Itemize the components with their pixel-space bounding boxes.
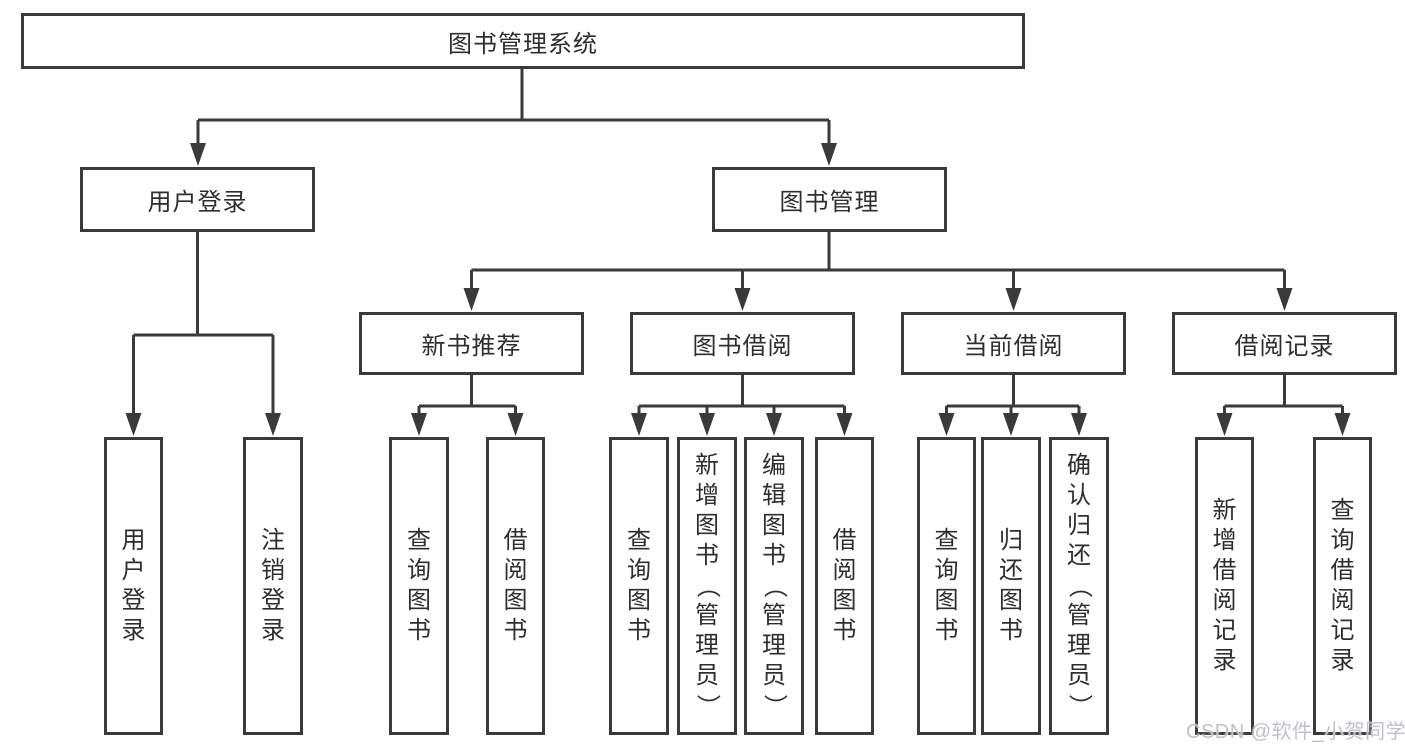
node-book-borrowing: 图书借阅 (630, 312, 855, 375)
node-borrowing-records: 借阅记录 (1172, 312, 1397, 375)
node-book-management: 图书管理 (712, 167, 947, 232)
leaf-borrow-books-borrowing: 借阅图书 (815, 437, 874, 735)
node-root: 图书管理系统 (21, 13, 1025, 69)
leaf-add-borrow-record: 新增借阅记录 (1195, 437, 1254, 735)
leaf-logout: 注销登录 (243, 437, 303, 735)
leaf-borrow-books-recommend: 借阅图书 (486, 437, 545, 735)
leaf-add-books-admin: 新增图书（管理员） (677, 437, 737, 735)
leaf-confirm-return-admin: 确认归还（管理员） (1049, 437, 1109, 735)
node-current-borrowing: 当前借阅 (901, 312, 1126, 375)
leaf-query-books-borrowing: 查询图书 (609, 437, 669, 735)
leaf-return-books: 归还图书 (981, 437, 1041, 735)
leaf-edit-books-admin: 编辑图书（管理员） (744, 437, 804, 735)
leaf-query-books-current: 查询图书 (917, 437, 976, 735)
watermark: CSDN @软件_小贺同学 (1186, 721, 1405, 743)
leaf-user-login: 用户登录 (104, 437, 163, 735)
node-user-login: 用户登录 (80, 167, 315, 232)
leaf-query-borrow-record: 查询借阅记录 (1313, 437, 1372, 735)
node-new-book-recommendation: 新书推荐 (359, 312, 584, 375)
leaf-query-books-recommend: 查询图书 (389, 437, 449, 735)
